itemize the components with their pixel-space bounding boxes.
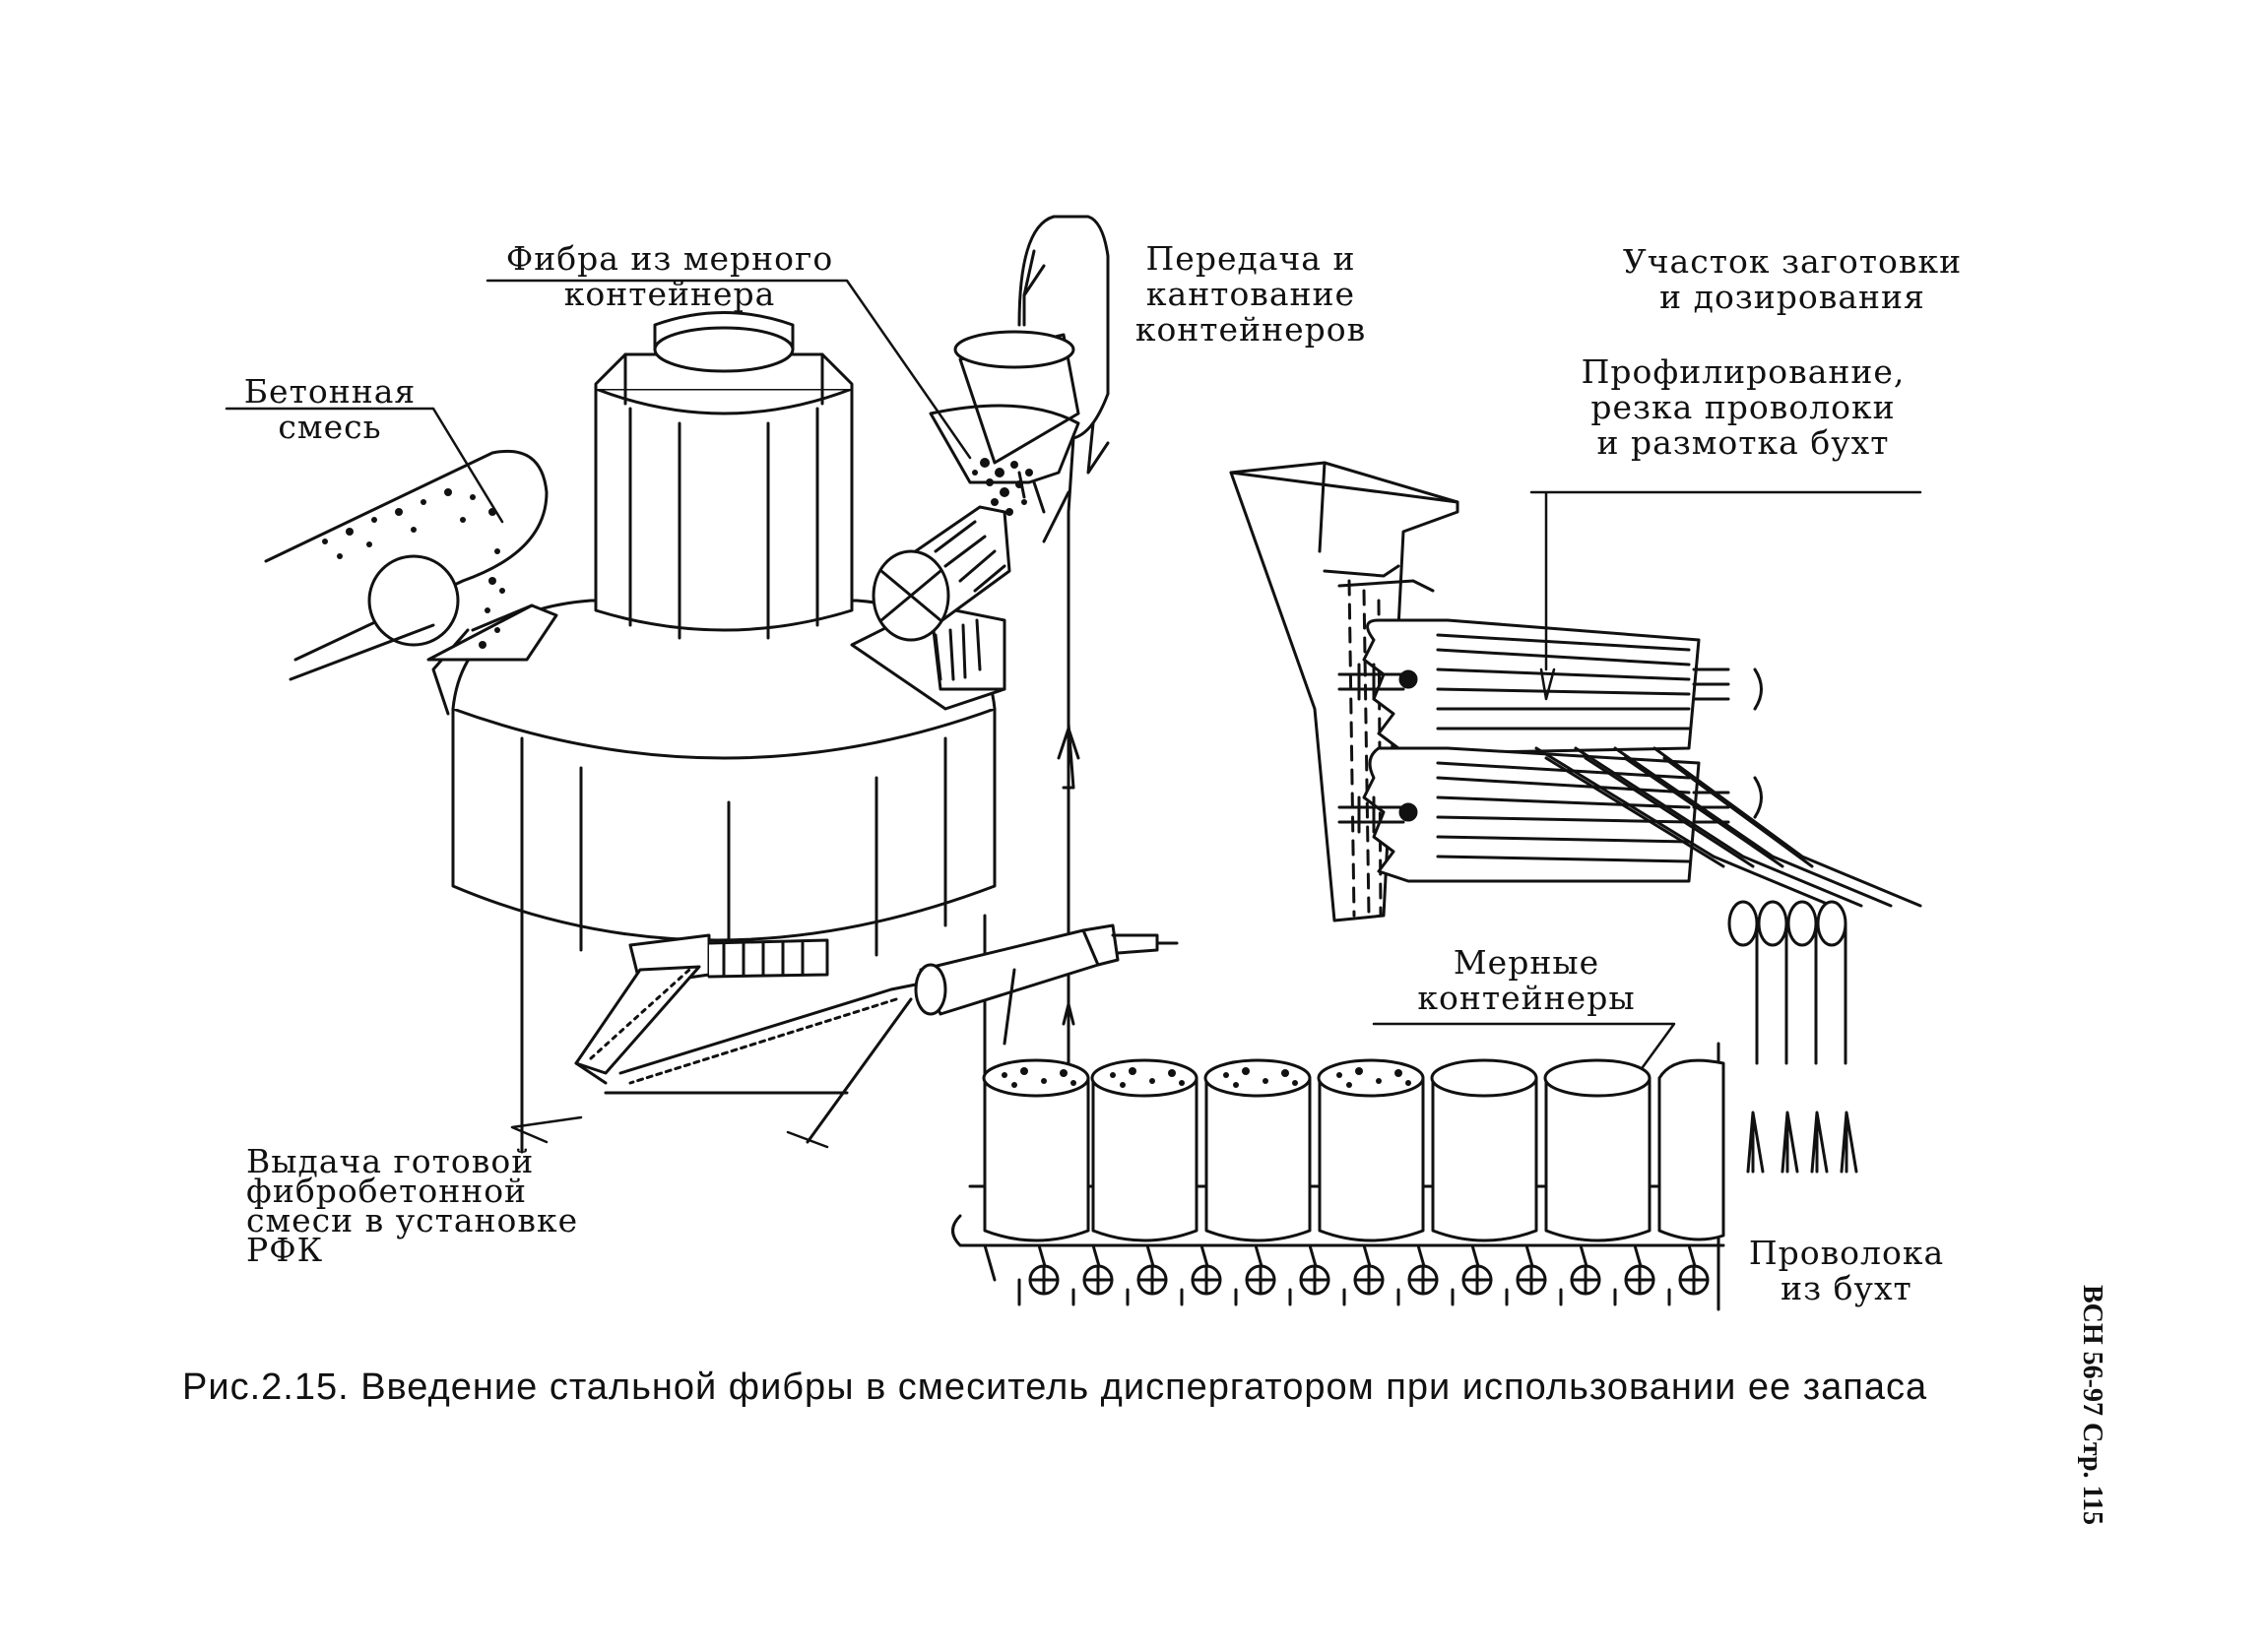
container-6 bbox=[1543, 1058, 1652, 1242]
label-measuring-containers: Мерные контейнеры bbox=[1417, 943, 1636, 1017]
concrete-particles bbox=[322, 488, 505, 649]
figure-caption: Рис.2.15. Введение стальной фибры в смес… bbox=[182, 1366, 1928, 1408]
container-4 bbox=[1317, 1058, 1425, 1242]
fiber-particles bbox=[972, 458, 1033, 516]
container-5 bbox=[1430, 1058, 1538, 1242]
mixer-unit bbox=[426, 311, 1006, 1154]
container-7 bbox=[1657, 1058, 1725, 1241]
document-page-code: ВСН 56-97 Стр. 115 bbox=[2077, 1285, 2107, 1525]
leader-lines bbox=[225, 279, 1922, 1149]
label-transfer-containers: Передача и кантование контейнеров bbox=[1134, 239, 1367, 349]
container-transfer-path bbox=[1017, 215, 1110, 1085]
concrete-conveyor bbox=[264, 449, 549, 681]
label-wire-from-coils: Проволока из бухт bbox=[1748, 1234, 1945, 1307]
label-preparation-area: Участок заготовки и дозирования bbox=[1622, 242, 1963, 316]
label-fiber-from-container: Фибра из мерного контейнера bbox=[505, 239, 834, 313]
label-profiling: Профилирование, резка проволоки и размот… bbox=[1581, 352, 1906, 462]
label-concrete-mix: Бетонная смесь bbox=[243, 372, 417, 446]
fiber-disperser bbox=[872, 505, 1011, 681]
container-2 bbox=[1090, 1058, 1198, 1242]
label-output-mix: Выдача готовой фибробетонной смеси в уст… bbox=[246, 1142, 579, 1269]
container-3 bbox=[1203, 1058, 1312, 1242]
tipping-container bbox=[929, 330, 1080, 514]
filled-container-dots bbox=[1002, 1067, 1411, 1088]
measuring-containers bbox=[982, 1058, 1725, 1242]
fiber-feed-pump bbox=[618, 923, 1179, 1144]
container-1 bbox=[982, 1058, 1090, 1242]
profiling-rolls bbox=[1337, 618, 1763, 883]
